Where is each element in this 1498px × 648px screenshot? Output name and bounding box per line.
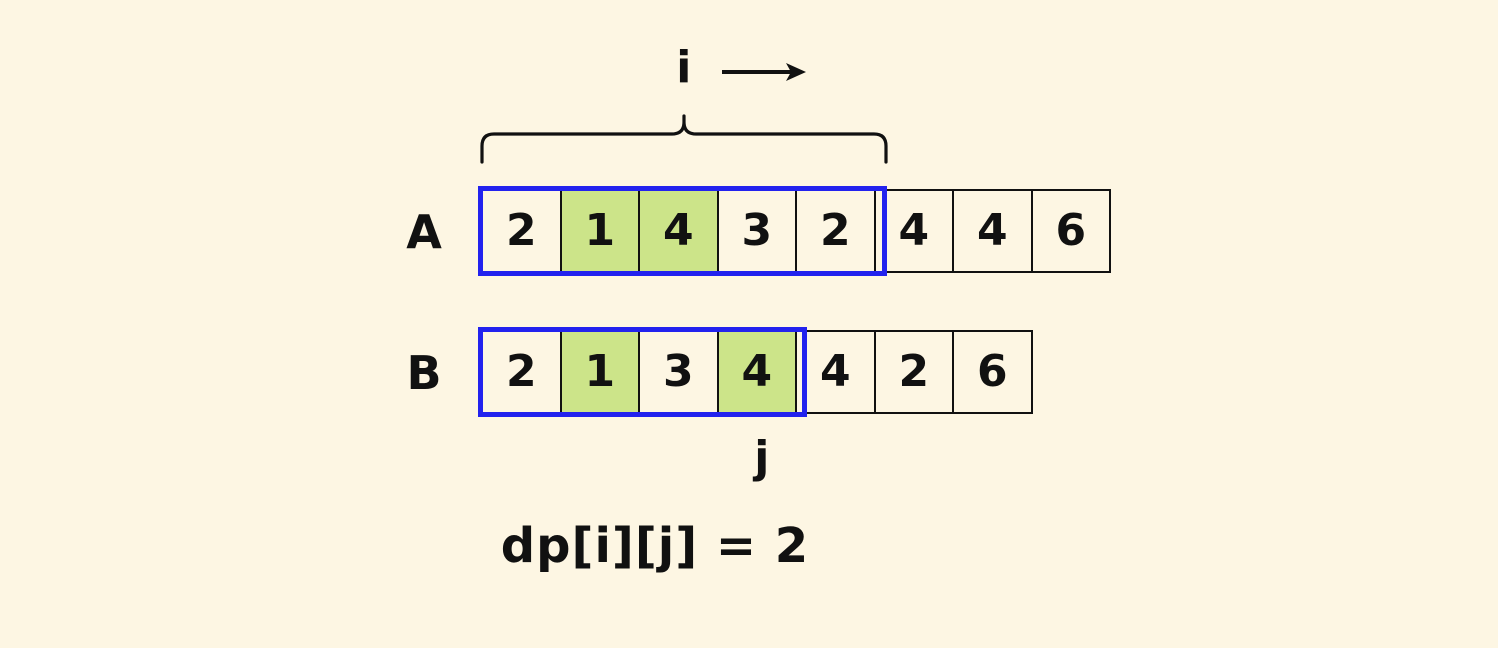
index-label-i: i bbox=[676, 42, 692, 93]
array-row-b: 2 1 3 4 4 2 6 bbox=[481, 330, 1033, 414]
row-label-b: B bbox=[406, 346, 442, 400]
right-arrow-icon bbox=[722, 63, 806, 81]
cell-a-3[interactable]: 3 bbox=[716, 189, 797, 273]
cell-value: 3 bbox=[741, 205, 773, 256]
cell-b-6[interactable]: 6 bbox=[952, 330, 1033, 414]
cell-value: 1 bbox=[584, 346, 616, 397]
cell-b-4[interactable]: 4 bbox=[795, 330, 876, 414]
cell-value: 4 bbox=[898, 205, 930, 256]
cell-a-2[interactable]: 4 bbox=[638, 189, 719, 273]
cell-value: 6 bbox=[1055, 205, 1087, 256]
cell-value: 2 bbox=[505, 205, 537, 256]
cell-b-5[interactable]: 2 bbox=[873, 330, 954, 414]
cell-value: 3 bbox=[662, 346, 694, 397]
cell-a-0[interactable]: 2 bbox=[481, 189, 562, 273]
dp-formula-text: dp[i][j] = 2 bbox=[500, 518, 810, 574]
cell-b-0[interactable]: 2 bbox=[481, 330, 562, 414]
cell-a-7[interactable]: 6 bbox=[1030, 189, 1111, 273]
cell-a-6[interactable]: 4 bbox=[952, 189, 1033, 273]
cell-value: 2 bbox=[898, 346, 930, 397]
cell-a-4[interactable]: 2 bbox=[795, 189, 876, 273]
cell-value: 2 bbox=[819, 205, 851, 256]
index-label-j: j bbox=[754, 432, 770, 483]
cell-a-5[interactable]: 4 bbox=[873, 189, 954, 273]
cell-b-2[interactable]: 3 bbox=[638, 330, 719, 414]
cell-value: 4 bbox=[741, 346, 773, 397]
cell-value: 6 bbox=[976, 346, 1008, 397]
cell-a-1[interactable]: 1 bbox=[559, 189, 640, 273]
curly-brace-icon bbox=[480, 114, 888, 164]
cell-value: 4 bbox=[819, 346, 851, 397]
row-label-a: A bbox=[406, 205, 442, 259]
cell-value: 4 bbox=[976, 205, 1008, 256]
cell-b-1[interactable]: 1 bbox=[559, 330, 640, 414]
cell-b-3[interactable]: 4 bbox=[716, 330, 797, 414]
cell-value: 2 bbox=[505, 346, 537, 397]
cell-value: 4 bbox=[662, 205, 694, 256]
cell-value: 1 bbox=[584, 205, 616, 256]
array-row-a: 2 1 4 3 2 4 4 6 bbox=[481, 189, 1111, 273]
